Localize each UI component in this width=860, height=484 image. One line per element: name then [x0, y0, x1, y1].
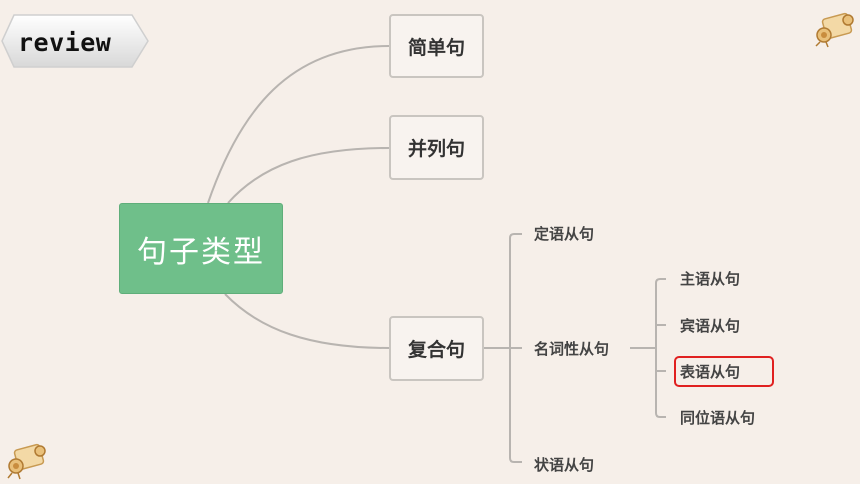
- node-subject-clause: 主语从句: [680, 270, 741, 288]
- connector-nominal-bracket: [655, 278, 666, 418]
- review-badge: review: [0, 13, 150, 69]
- node-complex-sentence: 复合句: [389, 316, 484, 381]
- scroll-icon: [7, 443, 46, 480]
- connector-root-simple: [207, 45, 390, 204]
- root-node: 句子类型: [119, 203, 283, 294]
- node-object-clause: 宾语从句: [680, 317, 741, 335]
- highlight-box: [674, 356, 774, 387]
- node-adverbial-clause: 状语从句: [534, 456, 595, 474]
- review-label: review: [18, 28, 112, 57]
- review-badge-shape: [1, 14, 149, 68]
- node-nominal-clause: 名词性从句: [534, 340, 610, 358]
- node-attributive-clause: 定语从句: [534, 225, 595, 243]
- node-predicative-clause: 表语从句: [680, 363, 741, 381]
- connector-root-compound: [227, 147, 390, 204]
- node-appositive-clause: 同位语从句: [680, 409, 756, 427]
- node-simple-sentence: 简单句: [389, 14, 484, 78]
- connector-root-complex: [224, 293, 390, 349]
- scroll-icon: [815, 12, 854, 48]
- node-compound-sentence: 并列句: [389, 115, 484, 180]
